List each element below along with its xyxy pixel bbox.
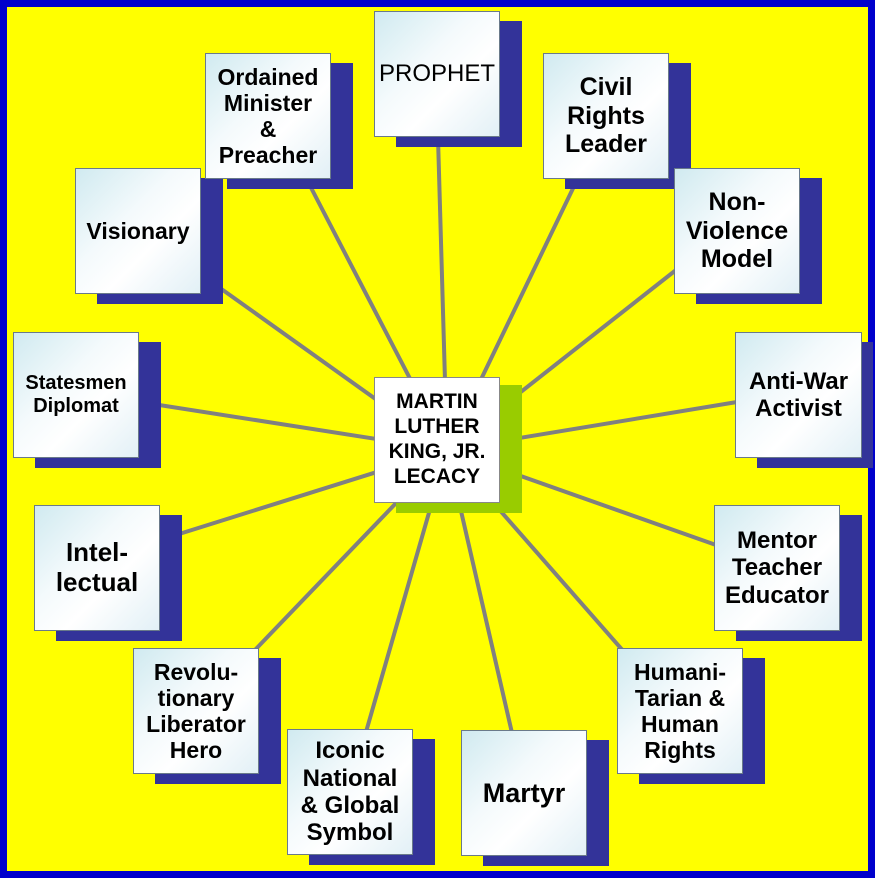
node-ordained: Ordained Minister & Preacher [205, 53, 353, 189]
center-node: MARTIN LUTHER KING, JR. LECACY [374, 377, 522, 513]
node-label-intellectual: Intel- lectual [34, 505, 160, 631]
node-non-violence: Non- Violence Model [674, 168, 822, 304]
node-label-martyr: Martyr [461, 730, 587, 856]
node-label-ordained: Ordained Minister & Preacher [205, 53, 331, 179]
node-iconic: Iconic National & Global Symbol [287, 729, 435, 865]
node-prophet: PROPHET [374, 11, 522, 147]
node-martyr: Martyr [461, 730, 609, 866]
center-node-label: MARTIN LUTHER KING, JR. LECACY [374, 377, 500, 503]
node-intellectual: Intel- lectual [34, 505, 182, 641]
node-label-mentor: Mentor Teacher Educator [714, 505, 840, 631]
node-humanitarian: Humani- Tarian & Human Rights [617, 648, 765, 784]
node-label-statesmen: Statesmen Diplomat [13, 332, 139, 458]
node-revolutionary: Revolu- tionary Liberator Hero [133, 648, 281, 784]
node-label-visionary: Visionary [75, 168, 201, 294]
node-civil-rights: Civil Rights Leader [543, 53, 691, 189]
node-label-anti-war: Anti-War Activist [735, 332, 862, 458]
node-label-civil-rights: Civil Rights Leader [543, 53, 669, 179]
node-label-humanitarian: Humani- Tarian & Human Rights [617, 648, 743, 774]
node-anti-war: Anti-War Activist [735, 332, 873, 468]
node-statesmen: Statesmen Diplomat [13, 332, 161, 468]
node-label-non-violence: Non- Violence Model [674, 168, 800, 294]
node-mentor: Mentor Teacher Educator [714, 505, 862, 641]
node-label-prophet: PROPHET [374, 11, 500, 137]
node-label-iconic: Iconic National & Global Symbol [287, 729, 413, 855]
node-label-revolutionary: Revolu- tionary Liberator Hero [133, 648, 259, 774]
node-visionary: Visionary [75, 168, 223, 304]
